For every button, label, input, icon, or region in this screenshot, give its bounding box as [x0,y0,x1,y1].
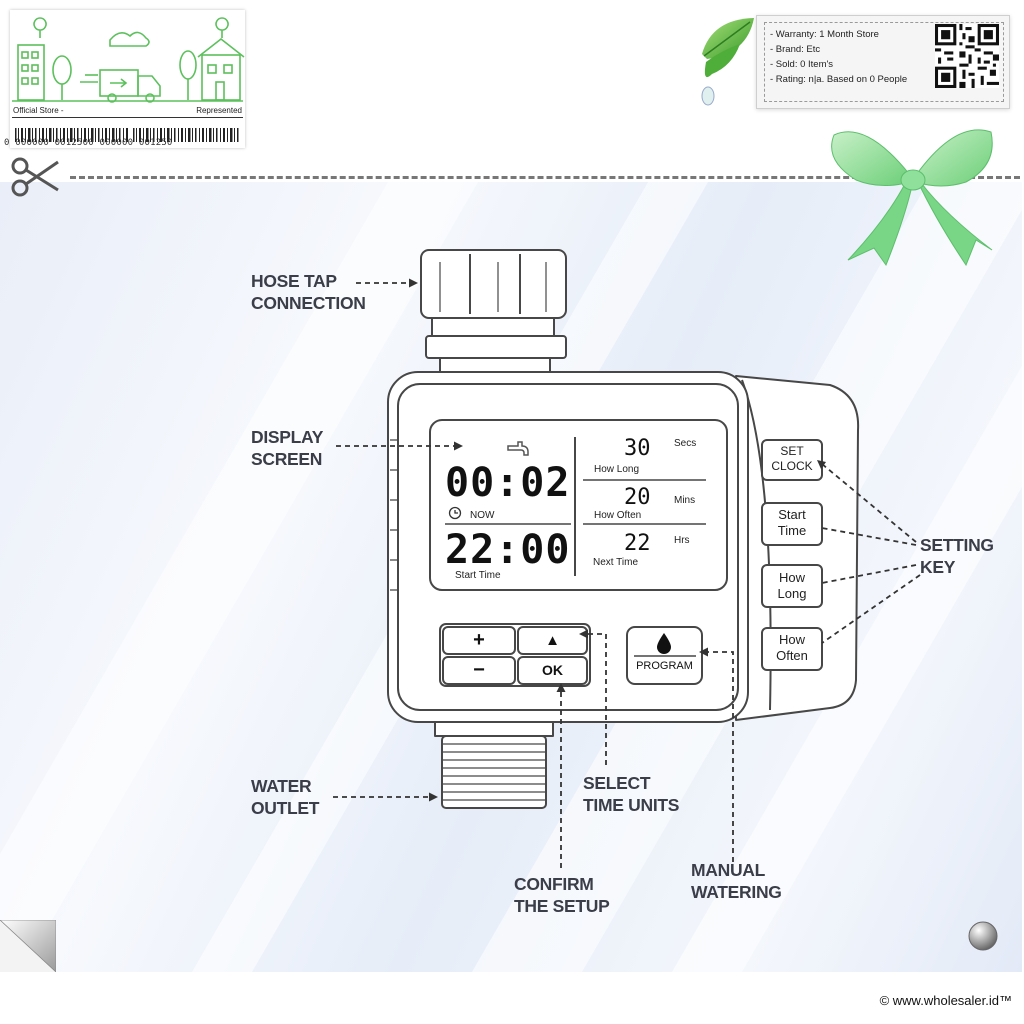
setting-key-callout-line2: KEY [920,557,956,577]
lcd-clock: 00:02 [445,460,571,506]
manual-watering-callout-line2: WATERING [691,882,782,902]
ok-label: OK [542,662,563,678]
warranty-text: - Warranty: 1 Month Store [770,29,879,40]
barcode [15,128,239,142]
brand-text: - Brand: Etc [770,44,821,55]
ribbon-bow-icon [831,129,993,267]
lcd-how-long-label: How Long [594,464,640,475]
how-often-label: How Often [762,632,822,664]
store-left-label: Official Store - [13,106,64,115]
hose-tap-callout-line2: CONNECTION [251,293,366,313]
plus-label: + [473,629,485,651]
how-often-label-line1: How [778,632,805,647]
lcd-how-often-unit: Mins [674,495,696,506]
barcode-digits: 0 000000 0012500 000000 001250 [4,138,173,148]
leaf-icon [701,18,754,106]
how-long-label: How Long [762,570,822,602]
select-time-callout: SELECT TIME UNITS [583,772,679,816]
start-time-key[interactable] [761,502,823,546]
hose-tap-callout: HOSE TAP CONNECTION [251,270,366,314]
set-clock-label-line2: CLOCK [771,459,813,473]
ok-button[interactable] [517,656,588,685]
scissors-icon [11,157,59,197]
minus-button[interactable] [442,656,516,685]
lcd-now-label: NOW [470,510,495,521]
display-callout-line2: SCREEN [251,449,323,469]
minus-label: − [473,659,485,681]
lcd-next-time-label: Next Time [593,557,639,568]
sold-text: - Sold: 0 Item's [770,59,834,70]
store-label-underline [12,117,243,118]
start-time-label: Start Time [762,507,822,539]
plus-button[interactable] [442,626,516,655]
confirm-callout-line2: THE SETUP [514,896,610,916]
water-outlet-callout-line2: OUTLET [251,798,320,818]
metal-knob-icon [968,921,998,951]
qr-code [935,24,999,88]
cut-line [70,176,1020,179]
display-callout: DISPLAY SCREEN [251,426,323,470]
water-outlet-callout: WATER OUTLET [251,775,320,819]
clock-icon [448,506,462,520]
select-time-callout-line1: SELECT [583,773,651,793]
how-long-key[interactable] [761,564,823,608]
hose-tap-nut [420,249,567,319]
water-outlet-thread [441,735,547,809]
select-time-callout-line2: TIME UNITS [583,795,680,815]
set-clock-key[interactable] [761,439,823,481]
lcd-how-often-label: How Often [594,510,642,521]
lcd-how-long-unit: Secs [674,438,697,449]
city-delivery-illustration [12,17,245,103]
manual-watering-callout: MANUAL WATERING [691,859,782,903]
how-long-label-line2: Long [777,586,807,601]
up-button[interactable] [517,626,588,655]
lcd-start-time-label: Start Time [455,570,501,581]
set-clock-label-line1: SET [780,444,804,458]
faucet-icon [507,441,529,456]
program-label: PROGRAM [636,660,693,672]
start-time-label-line2: Time [777,523,807,538]
lcd-start-time: 22:00 [445,527,571,573]
up-label: ▲ [545,632,560,649]
lcd-how-long-value: 30 [624,436,651,461]
display-callout-line1: DISPLAY [251,427,324,447]
rating-text: - Rating: n|a. Based on 0 People [770,74,908,85]
how-often-key[interactable] [761,627,823,671]
start-time-label-line1: Start [778,507,806,522]
info-list: - Warranty: 1 Month Store - Brand: Etc -… [770,27,907,87]
set-clock-label: SET CLOCK [762,444,822,474]
how-long-label-line1: How [778,570,805,585]
store-card: Official Store - Represented [10,10,245,148]
confirm-callout: CONFIRM THE SETUP [514,873,610,917]
water-outlet-callout-line1: WATER [251,776,312,796]
page-curl-icon [0,920,56,972]
setting-key-callout: SETTING KEY [920,534,994,578]
lcd-screen [429,419,728,591]
info-card-border [764,22,1004,102]
copyright-text: © www.wholesaler.id™ [879,993,1012,1008]
lcd-next-time-unit: Hrs [674,535,690,546]
setting-key-callout-line1: SETTING [920,535,994,555]
hose-tap-callout-line1: HOSE TAP [251,271,337,291]
manual-watering-callout-line1: MANUAL [691,860,766,880]
store-right-label: Represented [196,106,242,115]
lcd-next-time-value: 22 [624,531,651,556]
how-often-label-line2: Often [776,648,808,663]
lcd-how-often-value: 20 [624,485,651,510]
water-drop-icon [657,633,671,654]
confirm-callout-line1: CONFIRM [514,874,594,894]
